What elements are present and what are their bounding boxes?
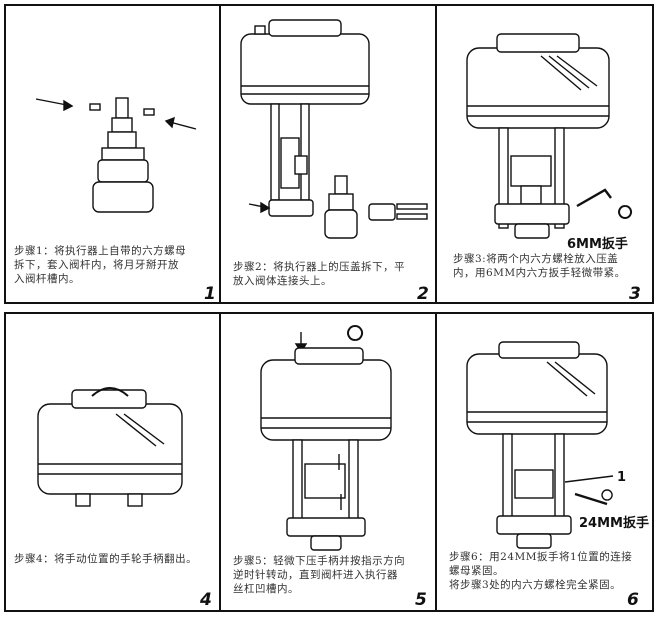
step-4-caption: 步骤4：将手动位置的手轮手柄翻出。 <box>14 553 198 565</box>
step-6-number: 6 <box>627 590 639 610</box>
divider-2-3 <box>435 4 437 304</box>
step-5-panel: 步骤5：轻微下压手柄并按指示方向 逆时针转动，直到阀杆进入执行器 丝杠凹槽内。 … <box>221 314 435 610</box>
step-2-panel: 步骤2：将执行器上的压盖拆下，平 放入阀体连接头上。 2 <box>221 6 435 302</box>
step-5-number: 5 <box>415 590 427 610</box>
step-2-number: 2 <box>417 284 429 302</box>
step-4-number: 4 <box>200 590 212 610</box>
step-3-number: 3 <box>629 284 641 302</box>
step-3-illustration <box>466 33 633 239</box>
step-1-illustration <box>35 97 197 213</box>
step-3-tool-label: 6MM扳手 <box>567 237 628 252</box>
bottom-row-frame <box>4 312 654 612</box>
divider-5-6 <box>435 312 437 612</box>
step-1-caption: 步骤1：将执行器上自带的六方螺母 拆下，套入阀杆内，将月牙掰开放 入阀杆槽内。 <box>14 245 187 285</box>
step-5-caption: 步骤5：轻微下压手柄并按指示方向 逆时针转动，直到阀杆进入执行器 丝杠凹槽内。 <box>233 555 406 595</box>
step-1-panel: 步骤1：将执行器上自带的六方螺母 拆下，套入阀杆内，将月牙掰开放 入阀杆槽内。 … <box>6 6 219 302</box>
step-6-tool-label: 24MM扳手 <box>579 516 649 531</box>
step-4-illustration <box>37 387 183 507</box>
step-4-panel: 步骤4：将手动位置的手轮手柄翻出。 4 <box>6 314 219 610</box>
step-1-number: 1 <box>204 284 216 302</box>
step-6-illustration <box>466 341 614 549</box>
divider-4-5 <box>219 312 221 612</box>
step-3-panel: 6MM扳手 步骤3:将两个内六方螺栓放入压盖 内，用6MM内六方扳手轻微带紧。 … <box>437 6 652 302</box>
top-row-frame <box>4 4 654 304</box>
step-2-caption: 步骤2：将执行器上的压盖拆下，平 放入阀体连接头上。 <box>233 261 406 287</box>
step-6-callout-number: 1 <box>617 470 627 485</box>
step-6-panel: 1 24MM扳手 步骤6：用24MM扳手将1位置的连接 螺母紧固。 将步骤3处的… <box>437 314 652 610</box>
step-2-illustration <box>240 19 428 239</box>
step-3-caption: 步骤3:将两个内六方螺栓放入压盖 内，用6MM内六方扳手轻微带紧。 <box>453 253 626 279</box>
step-5-illustration <box>260 325 392 551</box>
step-6-caption: 步骤6：用24MM扳手将1位置的连接 螺母紧固。 将步骤3处的内六方螺栓完全紧固… <box>449 551 633 591</box>
divider-1-2 <box>219 4 221 304</box>
